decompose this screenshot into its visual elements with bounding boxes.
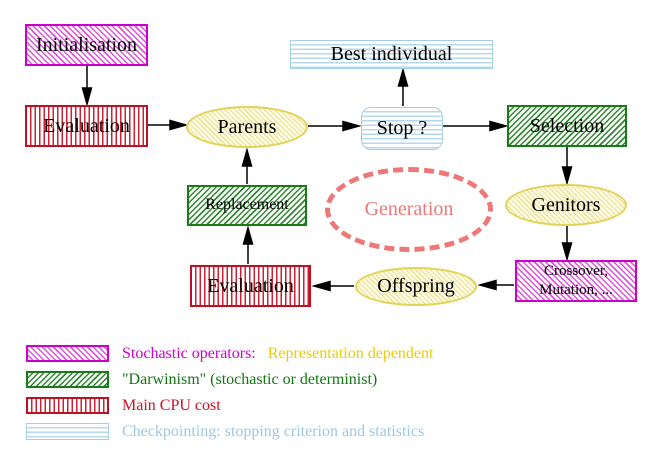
legend-label-darwinism: "Darwinism" (stochastic or determinist) — [122, 371, 378, 388]
node-evaluation-bottom: Evaluation — [190, 265, 311, 307]
legend-label-main-cpu-cost: Main CPU cost — [122, 397, 221, 414]
node-initialisation: Initialisation — [25, 24, 148, 66]
legend-swatch-green-hatch — [26, 371, 109, 388]
crossover-line2: Mutation, ... — [539, 282, 613, 298]
legend-swatch-magenta-hatch — [26, 345, 109, 362]
node-selection: Selection — [507, 105, 627, 147]
node-generation: Generation — [325, 167, 493, 252]
legend-text-stochastic: Stochastic operators: — [122, 345, 256, 362]
arrow-stop-to-best-individual — [397, 67, 409, 106]
legend-text-representation: Representation dependent — [267, 345, 434, 362]
legend-label-checkpointing: Checkpointing: stopping criterion and st… — [122, 423, 425, 440]
arrow-genitors-to-crossover — [561, 226, 573, 262]
node-genitors: Genitors — [505, 184, 627, 226]
node-replacement: Replacement — [187, 185, 307, 226]
arrow-stop-to-selection — [443, 120, 509, 132]
node-best-individual: Best individual — [290, 40, 493, 69]
arrow-selection-to-genitors — [561, 147, 573, 186]
arrow-initialisation-to-evaluation — [81, 66, 93, 107]
node-crossover-mutation: Crossover, Mutation, ... — [515, 260, 637, 302]
node-evaluation-top: Evaluation — [25, 105, 148, 147]
crossover-line1: Crossover, — [544, 263, 608, 280]
node-parents: Parents — [186, 106, 308, 148]
legend-swatch-red-stripes — [26, 397, 109, 414]
legend-swatch-cyan-stripes — [26, 423, 109, 440]
arrow-evaluation-to-replacement — [242, 225, 254, 264]
legend-label-stochastic-operators: Stochastic operators: Representation depe… — [122, 345, 433, 362]
node-offspring: Offspring — [355, 267, 477, 306]
node-stop: Stop ? — [361, 107, 443, 150]
arrow-evaluation-to-parents — [148, 119, 189, 131]
arrow-crossover-to-offspring — [477, 279, 514, 291]
arrow-offspring-to-evaluation — [311, 280, 354, 292]
arrow-replacement-to-parents — [241, 147, 253, 184]
arrow-parents-to-stop — [308, 120, 362, 132]
